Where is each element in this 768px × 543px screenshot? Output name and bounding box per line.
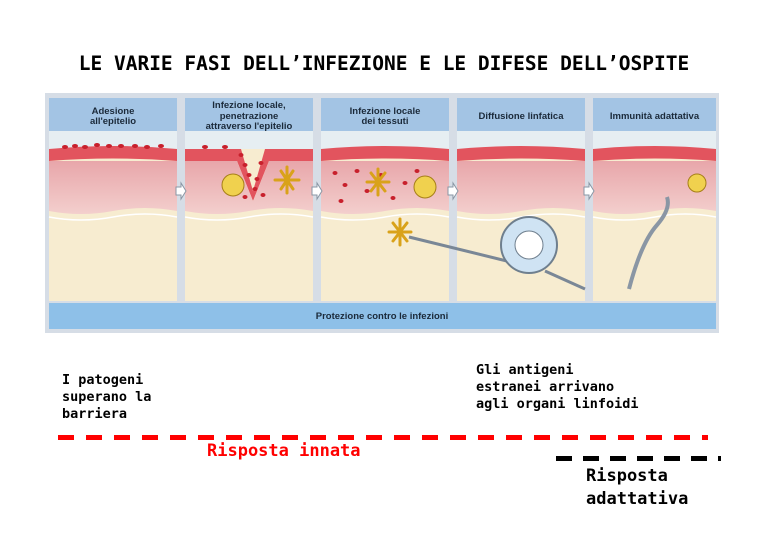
protection-bar bbox=[49, 303, 716, 329]
adaptive-response-label: Risposta adattativa bbox=[586, 466, 689, 509]
innate-response-line bbox=[58, 435, 708, 440]
page-title: LE VARIE FASI DELL’INFEZIONE E LE DIFESE… bbox=[78, 52, 690, 75]
note-antigens: Gli antigeni estranei arrivano agli orga… bbox=[476, 362, 639, 412]
surface-zone bbox=[49, 131, 716, 149]
dendritic-cells bbox=[273, 165, 413, 247]
lymph-vessel-adaptive bbox=[627, 196, 670, 290]
panel-label-adhesion: Adesione all'epitelio bbox=[89, 105, 137, 127]
figure-artwork bbox=[48, 98, 717, 329]
panel-headers bbox=[49, 98, 716, 131]
macrophages bbox=[221, 173, 707, 199]
infection-phases-figure: Adesione all'epitelio Infezione locale, … bbox=[45, 93, 719, 333]
protection-label: Protezione contro le infezioni bbox=[315, 310, 449, 322]
wavy-lines bbox=[48, 213, 717, 221]
innate-response-label: Risposta innata bbox=[207, 441, 361, 461]
lymph-node bbox=[408, 216, 586, 291]
panel-arrows bbox=[175, 181, 595, 201]
adaptive-response-line bbox=[556, 456, 721, 461]
tissue-layer bbox=[49, 161, 716, 214]
panel-label-lymphatic-spread: Diffusione linfatica bbox=[478, 110, 564, 122]
epithelium-band bbox=[49, 146, 716, 201]
panel-label-tissue-infection: Infezione locale dei tessuti bbox=[349, 105, 421, 127]
note-pathogens: I patogeni superano la barriera bbox=[62, 372, 152, 422]
panel-label-adaptive-immunity: Immunità adattativa bbox=[609, 110, 700, 122]
panel-label-local-infection: Infezione locale, penetrazione attravers… bbox=[205, 100, 293, 133]
